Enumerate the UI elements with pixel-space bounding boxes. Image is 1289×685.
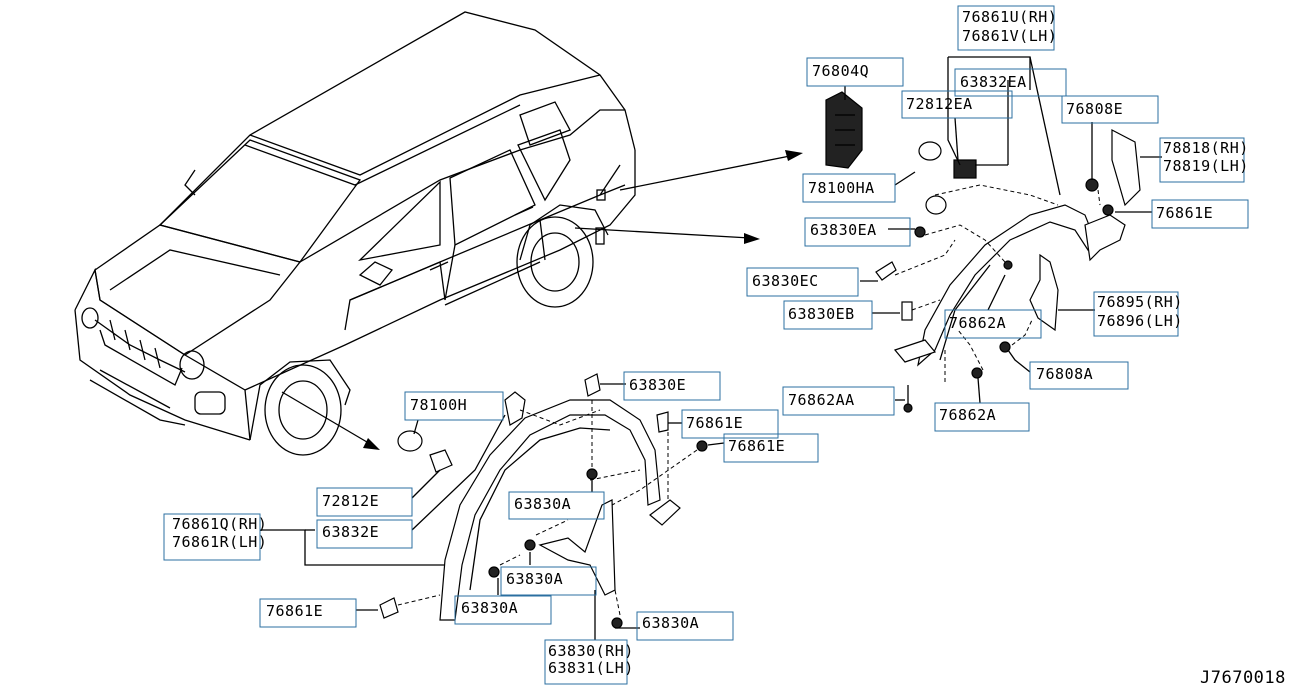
part-number-76861R: 76861R(LH) bbox=[172, 533, 267, 551]
part-number-78100H: 78100H bbox=[410, 396, 467, 414]
part-number-63832E: 63832E bbox=[322, 523, 379, 541]
front-wheel-liner bbox=[379, 373, 708, 629]
part-number-76861V: 76861V(LH) bbox=[962, 27, 1057, 45]
label-box-63832EA bbox=[954, 68, 1067, 97]
label-box-63830EB bbox=[783, 300, 873, 330]
pointer-arrows bbox=[281, 150, 803, 450]
label-box-76804Q bbox=[806, 57, 904, 87]
rear-wheel-liner bbox=[825, 91, 1141, 413]
label-box-76861E-rear bbox=[1151, 199, 1249, 229]
label-box-78100HA bbox=[802, 173, 896, 203]
part-number-63830A-4: 63830A bbox=[642, 614, 699, 632]
label-box-78818 bbox=[1159, 137, 1245, 183]
vehicle-illustration bbox=[74, 11, 636, 456]
label-box-63832E bbox=[316, 519, 413, 549]
label-box-63830E bbox=[623, 371, 721, 401]
front-leader-lines bbox=[260, 383, 725, 640]
part-number-76862AA: 76862AA bbox=[788, 391, 855, 409]
part-number-76895: 76895(RH) bbox=[1097, 293, 1183, 311]
part-number-78819: 78819(LH) bbox=[1163, 157, 1249, 175]
part-number-63830EB: 63830EB bbox=[788, 305, 855, 323]
part-number-76861E-front-1: 76861E bbox=[686, 414, 743, 432]
part-labels: 76861U(RH) 76861V(LH) 76804Q 63832EA 728… bbox=[163, 5, 1286, 685]
label-box-63830A-3 bbox=[454, 595, 552, 625]
label-box-76861Q bbox=[163, 513, 261, 561]
part-number-76861E-rear: 76861E bbox=[1156, 204, 1213, 222]
part-number-76861E-front-3: 76861E bbox=[266, 602, 323, 620]
part-number-63830E: 63830E bbox=[629, 376, 686, 394]
rear-leader-lines bbox=[844, 56, 1162, 404]
label-box-76861E-front-1 bbox=[681, 409, 779, 439]
part-number-63830: 63830(RH) bbox=[548, 642, 634, 660]
label-box-76808E bbox=[1061, 95, 1159, 124]
part-number-78100HA: 78100HA bbox=[808, 179, 875, 197]
part-number-76808E: 76808E bbox=[1066, 100, 1123, 118]
part-number-76861E-front-2: 76861E bbox=[728, 437, 785, 455]
part-number-63830A-2: 63830A bbox=[506, 570, 563, 588]
part-number-72812EA: 72812EA bbox=[906, 95, 973, 113]
part-number-63830A-3: 63830A bbox=[461, 599, 518, 617]
part-number-76804Q: 76804Q bbox=[812, 62, 869, 80]
part-number-76862A-1: 76862A bbox=[949, 314, 1006, 332]
label-box-76862A-1 bbox=[944, 309, 1042, 339]
part-number-63830EC: 63830EC bbox=[752, 272, 819, 290]
label-box-78100H bbox=[404, 391, 504, 421]
part-number-63830A-1: 63830A bbox=[514, 495, 571, 513]
label-box-72812E bbox=[316, 487, 413, 517]
part-number-63830EA: 63830EA bbox=[810, 221, 877, 239]
label-box-63830A-2 bbox=[500, 566, 597, 596]
label-box-76862AA bbox=[782, 386, 895, 416]
part-number-76862A-2: 76862A bbox=[939, 406, 996, 424]
label-box-63830EA bbox=[804, 217, 911, 247]
label-box-72812EA bbox=[901, 90, 1013, 119]
label-box-76808A bbox=[1029, 361, 1129, 390]
label-box-63830 bbox=[544, 639, 628, 685]
part-number-76808A: 76808A bbox=[1036, 365, 1093, 383]
part-number-78818: 78818(RH) bbox=[1163, 139, 1249, 157]
label-box-76861U bbox=[957, 5, 1055, 51]
label-box-63830EC bbox=[746, 267, 859, 297]
part-number-76861Q: 76861Q(RH) bbox=[172, 515, 267, 533]
part-number-63832EA: 63832EA bbox=[960, 73, 1027, 91]
part-number-63831: 63831(LH) bbox=[548, 659, 634, 677]
label-box-63830A-1 bbox=[508, 491, 605, 520]
part-number-76896: 76896(LH) bbox=[1097, 312, 1183, 330]
diagram-reference-id: J7670018 bbox=[1200, 668, 1286, 685]
label-box-76861E-front-2 bbox=[723, 433, 819, 463]
part-number-72812E: 72812E bbox=[322, 492, 379, 510]
part-number-76861U: 76861U(RH) bbox=[962, 8, 1057, 26]
label-box-76895 bbox=[1093, 291, 1179, 337]
label-box-63830A-4 bbox=[636, 611, 734, 641]
label-box-76861E-front-3 bbox=[259, 598, 357, 628]
label-box-76862A-2 bbox=[934, 402, 1030, 432]
